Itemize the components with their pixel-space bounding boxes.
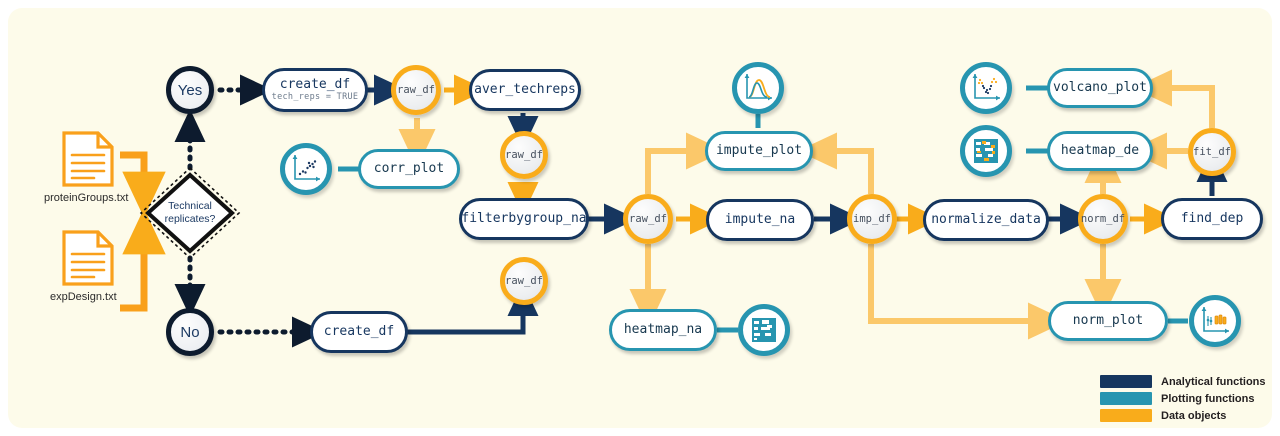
node-impute-na[interactable]: impute_na: [706, 199, 814, 241]
legend-item-analytical: Analytical functions: [1100, 374, 1272, 389]
node-create-df-techreps[interactable]: create_df tech_reps = TRUE: [262, 68, 368, 112]
node-normalize-data[interactable]: normalize_data: [923, 199, 1049, 241]
node-impute-plot[interactable]: impute_plot: [705, 131, 813, 171]
dataobj-raw-df-1[interactable]: raw_df: [391, 65, 441, 115]
corr-plot-icon-circle: [280, 143, 332, 195]
legend-label-plotting: Plotting functions: [1161, 392, 1255, 405]
legend-label-analytical: Analytical functions: [1161, 375, 1266, 388]
decision-yes-node[interactable]: Yes: [166, 66, 214, 114]
boxplot-icon: [1201, 307, 1229, 334]
impute-plot-label: impute_plot: [715, 143, 803, 159]
norm-plot-icon-circle: [1189, 295, 1241, 347]
scatter-plot-icon: [292, 155, 320, 182]
raw-df-4-label: raw_df: [629, 213, 667, 225]
create-df-techreps-sub: tech_reps = TRUE: [271, 91, 359, 102]
node-corr-plot[interactable]: corr_plot: [358, 149, 460, 189]
legend-item-plotting: Plotting functions: [1100, 391, 1272, 406]
dataobj-raw-df-4[interactable]: raw_df: [623, 194, 673, 244]
workflow-canvas: proteinGroups.txt expDesign.txt Technica…: [8, 8, 1272, 428]
norm-df-label: norm_df: [1080, 213, 1126, 225]
volcano-scatter-icon: [972, 74, 1000, 101]
raw-df-2-label: raw_df: [505, 149, 543, 161]
aver-techreps-label: aver_techreps: [474, 82, 576, 98]
decision-technical-replicates[interactable]: Technical replicates?: [138, 165, 242, 261]
dataobj-raw-df-2[interactable]: raw_df: [500, 131, 548, 179]
raw-df-3-label: raw_df: [505, 275, 543, 287]
fit-df-label: fit_df: [1193, 146, 1231, 158]
find-dep-label: find_dep: [1180, 211, 1244, 227]
heatmap-de-label: heatmap_de: [1060, 143, 1140, 159]
heatmap-de-icon-circle: [960, 125, 1012, 177]
create-df-techreps-label: create_df: [279, 77, 351, 93]
node-filterbygroup-na[interactable]: filterbygroup_na: [459, 198, 589, 240]
corr-plot-label: corr_plot: [373, 161, 445, 177]
legend-item-dataobjects: Data objects: [1100, 408, 1272, 423]
proteinGroups-file-icon: [62, 131, 114, 187]
node-heatmap-de[interactable]: heatmap_de: [1047, 131, 1153, 171]
heatmap-grid-icon: [974, 139, 998, 163]
decision-yes-label: Yes: [177, 81, 203, 99]
node-heatmap-na[interactable]: heatmap_na: [609, 309, 717, 351]
node-find-dep[interactable]: find_dep: [1161, 198, 1263, 240]
legend-swatch-dataobjects: [1100, 409, 1152, 422]
heatmap-na-icon-circle: [738, 304, 790, 356]
dataobj-norm-df[interactable]: norm_df: [1078, 194, 1128, 244]
dataobj-imp-df[interactable]: imp_df: [847, 194, 897, 244]
create-df-label: create_df: [323, 324, 395, 340]
legend-swatch-plotting: [1100, 392, 1152, 405]
impute-na-label: impute_na: [724, 212, 796, 228]
legend-swatch-analytical: [1100, 375, 1152, 388]
dataobj-raw-df-3[interactable]: raw_df: [500, 257, 548, 305]
decision-line2: replicates?: [164, 213, 216, 225]
impute-plot-icon-circle: [732, 62, 784, 114]
dataobj-fit-df[interactable]: fit_df: [1188, 128, 1236, 176]
filterbygroup-na-label: filterbygroup_na: [461, 211, 587, 227]
legend-label-dataobjects: Data objects: [1161, 409, 1227, 422]
node-aver-techreps[interactable]: aver_techreps: [469, 69, 581, 111]
decision-no-label: No: [180, 323, 200, 341]
node-norm-plot[interactable]: norm_plot: [1048, 301, 1168, 341]
expDesign-file-label: expDesign.txt: [50, 291, 117, 303]
expDesign-file-icon: [62, 230, 114, 286]
raw-df-1-label: raw_df: [397, 84, 435, 96]
legend: Analytical functions Plotting functions …: [1100, 374, 1272, 425]
norm-plot-label: norm_plot: [1072, 313, 1144, 329]
decision-label: Technical replicates?: [138, 165, 242, 261]
normalize-data-label: normalize_data: [931, 212, 1041, 228]
proteinGroups-file-label: proteinGroups.txt: [44, 192, 129, 204]
volcano-plot-icon-circle: [960, 62, 1012, 114]
imp-df-label: imp_df: [853, 213, 891, 225]
density-curve-icon: [744, 74, 772, 101]
volcano-plot-label: volcano_plot: [1053, 80, 1147, 96]
node-volcano-plot[interactable]: volcano_plot: [1047, 68, 1153, 108]
decision-line1: Technical: [168, 199, 212, 212]
decision-no-node[interactable]: No: [166, 308, 214, 356]
heatmap-grid-icon: [752, 318, 776, 342]
heatmap-na-label: heatmap_na: [623, 322, 703, 338]
node-create-df[interactable]: create_df: [310, 311, 408, 353]
